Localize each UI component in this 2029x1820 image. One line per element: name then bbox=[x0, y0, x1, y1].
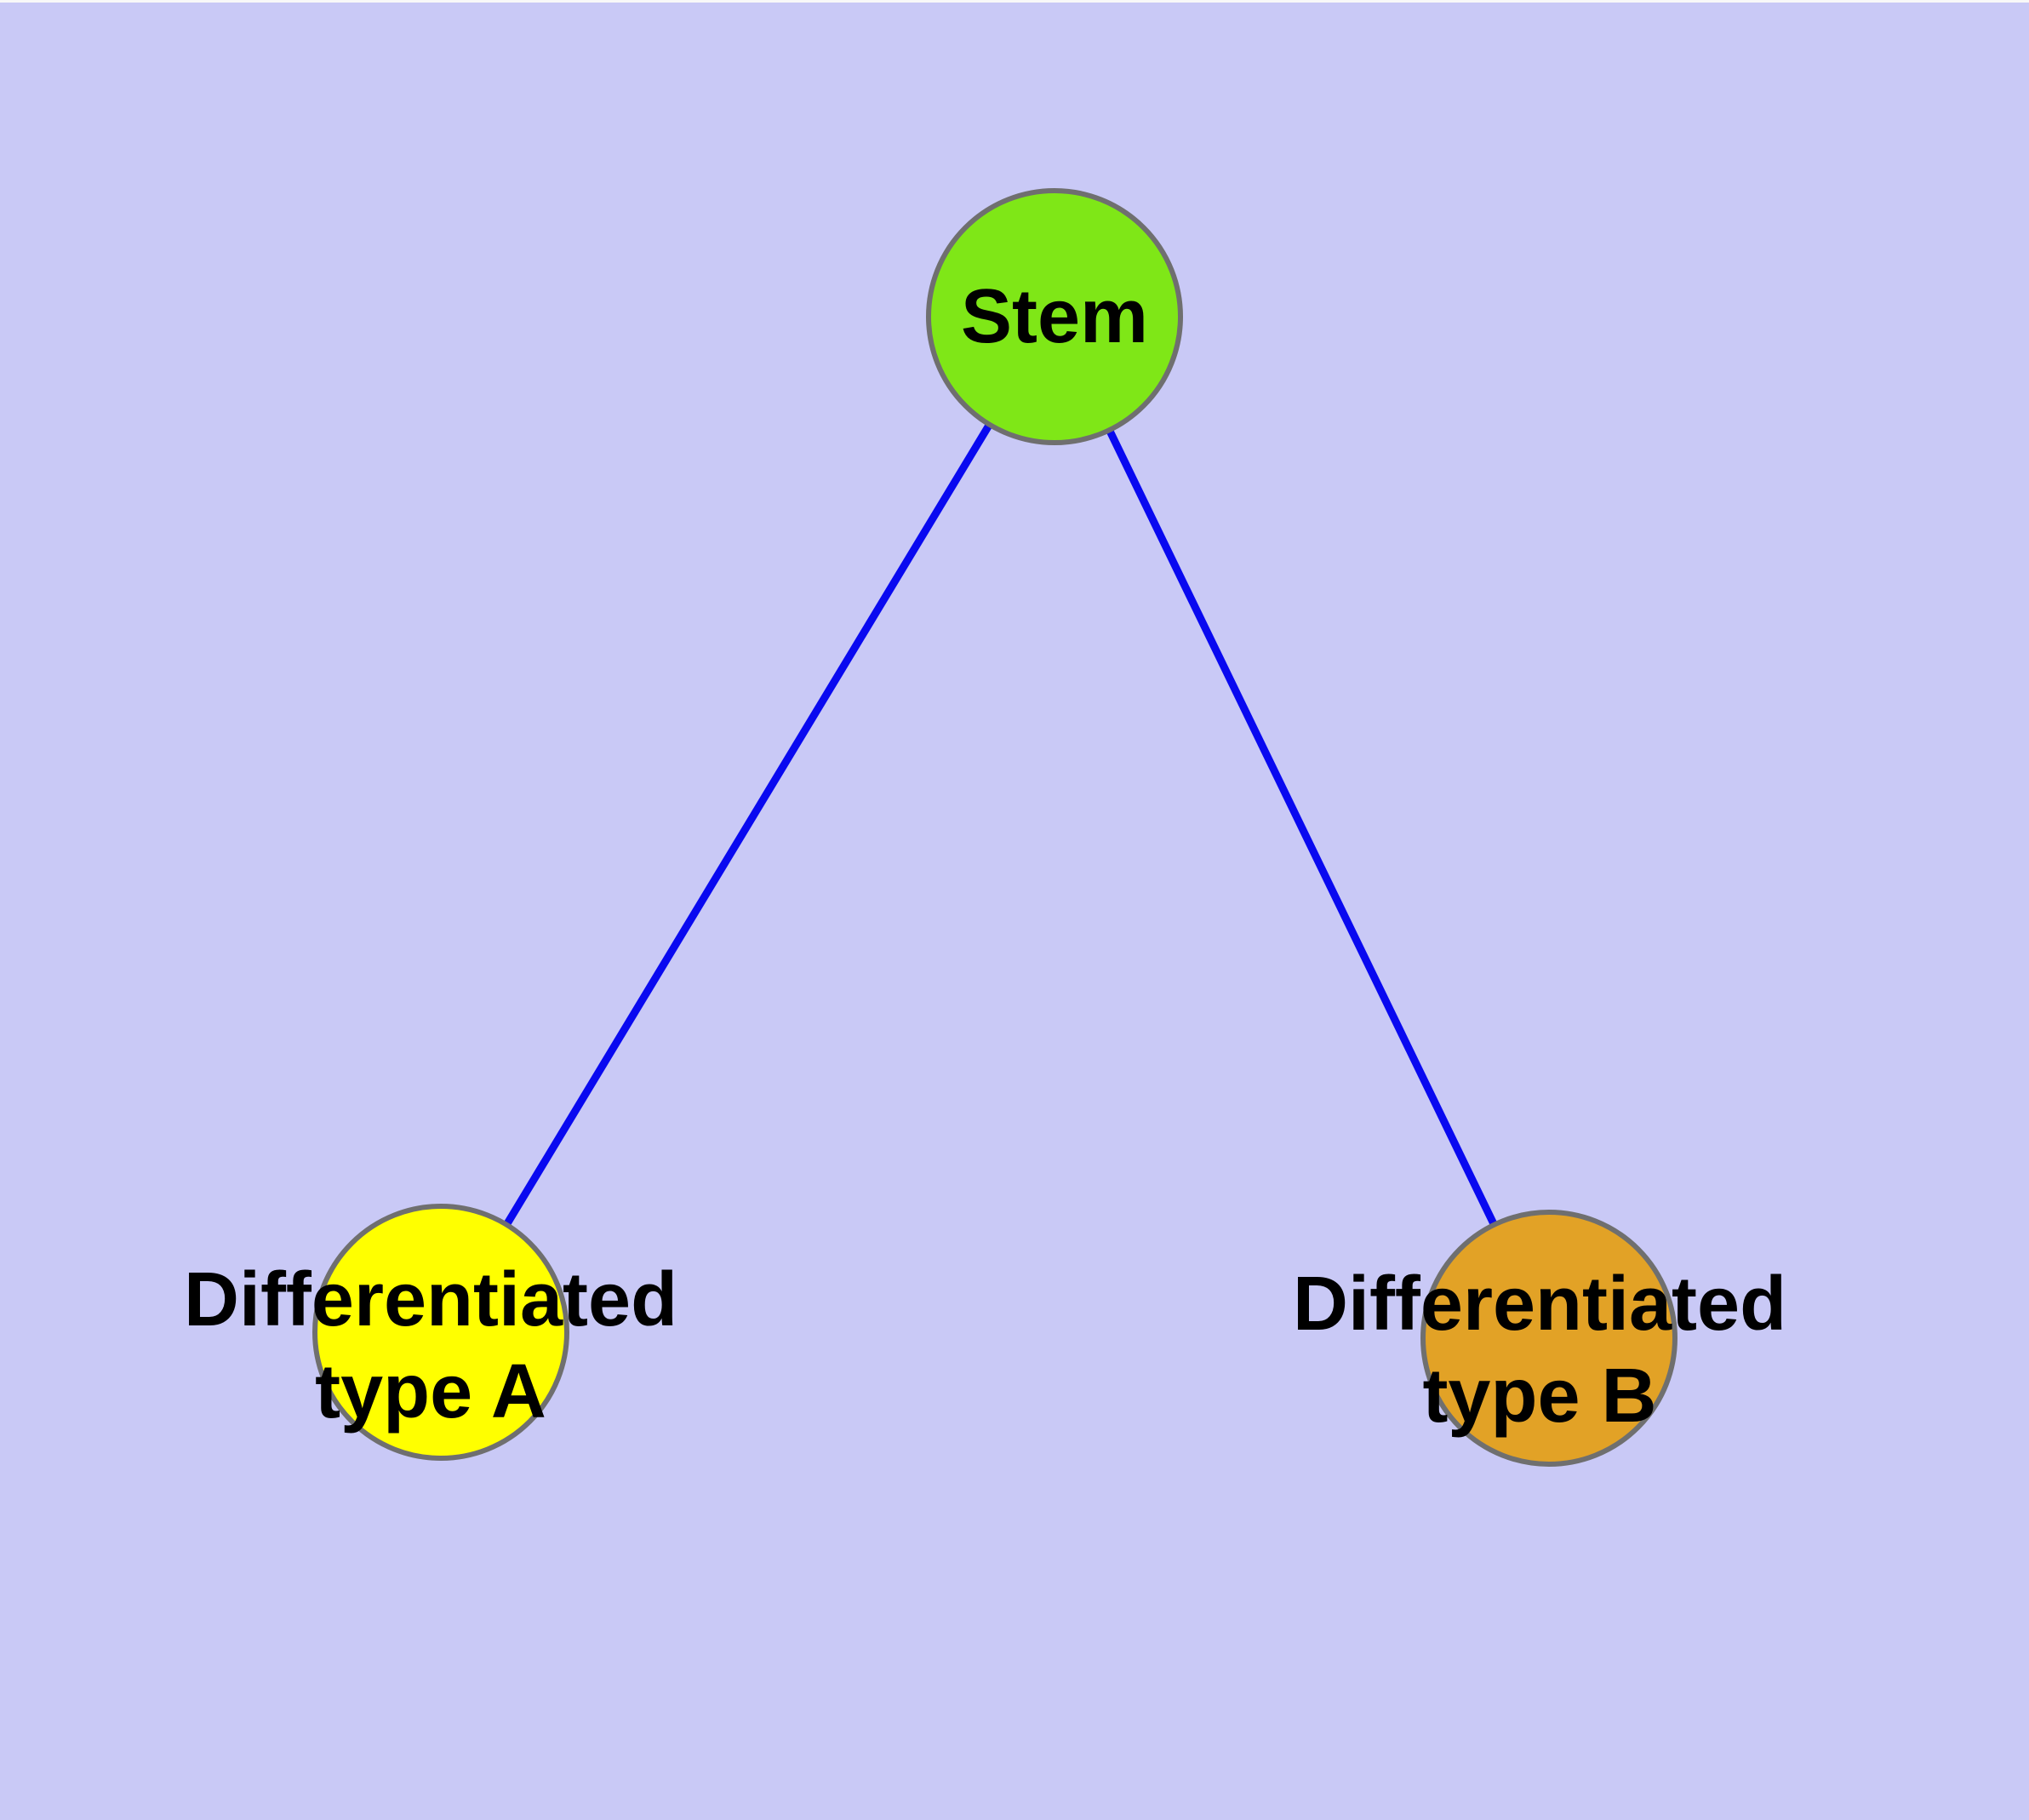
node-stem-label: Stem bbox=[961, 271, 1148, 363]
node-differentiated-type-b-label: Differentiated type B bbox=[1293, 1258, 1786, 1442]
node-label-line: Differentiated bbox=[1292, 1262, 1787, 1347]
node-differentiated-type-a[interactable] bbox=[312, 1204, 569, 1461]
edge-stem-to-type-a[interactable] bbox=[438, 314, 1058, 1335]
node-stem[interactable] bbox=[926, 188, 1183, 445]
node-differentiated-type-a-label: Differentiated type A bbox=[184, 1254, 677, 1438]
edge-stem-to-type-b[interactable] bbox=[1050, 315, 1553, 1340]
node-label-line: Stem bbox=[960, 274, 1149, 359]
top-edge-strip bbox=[0, 0, 2029, 3]
node-label-line: Differentiated bbox=[183, 1257, 678, 1342]
node-label-line: type A bbox=[315, 1349, 546, 1434]
node-label-line: type B bbox=[1422, 1354, 1657, 1439]
node-differentiated-type-b[interactable] bbox=[1420, 1210, 1677, 1467]
